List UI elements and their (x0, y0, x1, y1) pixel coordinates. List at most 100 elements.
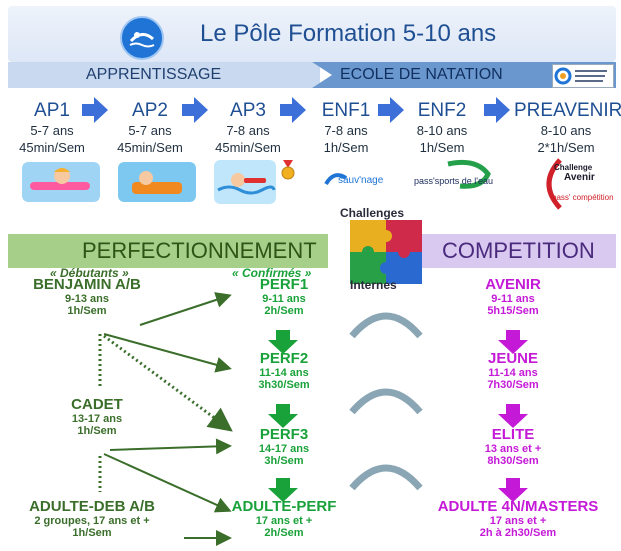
group-name: ADULTE 4N/MASTERS (437, 498, 599, 515)
step-name: AP1 (34, 100, 70, 121)
step-ap1: AP1 5-7 ans 45min/Sem (6, 100, 98, 156)
link-benjamin-perf2 (103, 333, 232, 373)
group-adulte-deb: ADULTE-DEB A/B 2 groupes, 17 ans et + 1h… (6, 498, 178, 539)
group-name: ADULTE-PERF (231, 498, 337, 515)
step-time: 45min/Sem (117, 140, 183, 155)
link-benjamin-perf3-dotted (103, 334, 233, 432)
perfectionnement-title: PERFECTIONNEMENT (82, 238, 317, 263)
group-adulte-masters: ADULTE 4N/MASTERS 17 ans et + 2h à 2h30/… (420, 498, 616, 539)
group-age: 13 ans et + (484, 443, 542, 455)
step-name: ENF2 (417, 100, 467, 121)
group-age: 17 ans et + (489, 515, 547, 527)
group-name: AVENIR (485, 276, 541, 293)
step-age: 7-8 ans (226, 123, 270, 138)
step-age: 5-7 ans (128, 123, 172, 138)
step-name: PREAVENIR (514, 100, 621, 121)
step-time: 1h/Sem (419, 140, 465, 155)
apprentissage-band (8, 62, 320, 88)
group-time: 2h/Sem (264, 527, 304, 539)
title-band (8, 6, 616, 62)
pass-sports-logo-icon: pass'sports de l'eau (414, 159, 493, 189)
perfectionnement-band (8, 234, 328, 268)
step-enf1: ENF1 7-8 ans 1h/Sem (300, 100, 392, 156)
step-preavenir: PREAVENIR 8-10 ans 2*1h/Sem (514, 100, 621, 156)
down-arrow-icon (268, 478, 298, 502)
step-arrow-icon (378, 97, 404, 123)
challenge-avenir-logo-icon: Challenge Avenir pass' compétition (546, 158, 614, 210)
group-name: PERF2 (259, 350, 309, 367)
page-title: Le Pôle Formation 5-10 ans (200, 20, 497, 47)
medal-icon (281, 160, 295, 180)
group-age: 14-17 ans (258, 443, 310, 455)
group-time: 5h15/Sem (487, 305, 539, 317)
sauv-nage-logo-icon: sauv'nage (324, 173, 384, 186)
group-time: 3h/Sem (264, 455, 304, 467)
step-name: ENF1 (321, 100, 371, 121)
club-logo-icon (120, 16, 164, 60)
group-name: PERF1 (259, 276, 309, 293)
internes-label: Internes (350, 278, 397, 292)
badge-sauv-nage: sauv'nage (338, 175, 384, 186)
step-arrows (82, 97, 510, 123)
child-swimming-image-2 (118, 162, 196, 202)
step-time: 1h/Sem (323, 140, 369, 155)
group-age: 9-13 ans (64, 293, 110, 305)
down-arrow-icon (498, 404, 528, 428)
step-name: AP3 (230, 100, 266, 121)
child-swimming-image-3 (214, 160, 276, 204)
down-arrow-icon (268, 330, 298, 354)
challenges-label: Challenges (340, 206, 405, 220)
group-perf3: PERF3 14-17 ans 3h/Sem (232, 426, 336, 467)
group-name: ELITE (491, 426, 535, 443)
group-age: 17 ans et + (255, 515, 313, 527)
group-name: JEUNE (487, 350, 539, 367)
link-cadet-adulte-perf (103, 453, 232, 513)
step-age: 5-7 ans (30, 123, 74, 138)
ecole-natation-label: ECOLE DE NATATION (340, 66, 503, 83)
step-age: 8-10 ans (416, 123, 468, 138)
bridge-arc-icon (349, 388, 423, 415)
group-time: 1h/Sem (67, 305, 107, 317)
competition-title: COMPETITION (442, 238, 595, 263)
group-time: 2h/Sem (264, 305, 304, 317)
group-age: 11-14 ans (259, 367, 309, 379)
group-time: 2h à 2h30/Sem (479, 527, 557, 539)
group-age: 9-11 ans (491, 293, 535, 305)
group-benjamin: BENJAMIN A/B 9-13 ans 1h/Sem (12, 276, 162, 317)
bridge-arc-icon (349, 464, 423, 491)
group-age: 2 groupes, 17 ans et + (34, 515, 150, 527)
group-perf2: PERF2 11-14 ans 3h30/Sem (232, 350, 336, 391)
group-cadet: CADET 13-17 ans 1h/Sem (42, 396, 152, 437)
group-name: BENJAMIN A/B (33, 276, 141, 293)
badge-pass-competition: pass' compétition (552, 193, 614, 202)
bridge-arc-icon (349, 312, 423, 339)
ecole-natation-francaise-logo-icon (552, 64, 614, 88)
group-jeune: JEUNE 11-14 ans 7h30/Sem (458, 350, 568, 391)
group-time: 8h30/Sem (487, 455, 539, 467)
step-enf2: ENF2 8-10 ans 1h/Sem (396, 100, 488, 156)
step-arrow-icon (484, 97, 510, 123)
down-arrow-icon (498, 330, 528, 354)
apprentissage-label: APPRENTISSAGE (86, 66, 222, 83)
down-arrow-icon (498, 478, 528, 502)
step-name: AP2 (132, 100, 168, 121)
group-age: 13-17 ans (71, 413, 123, 425)
step-time: 2*1h/Sem (537, 140, 595, 155)
step-ap3: AP3 7-8 ans 45min/Sem (202, 100, 294, 156)
link-benjamin-perf1 (139, 292, 232, 326)
group-time: 7h30/Sem (487, 379, 539, 391)
link-cadet-perf3 (109, 438, 232, 455)
step-age: 7-8 ans (324, 123, 368, 138)
child-swimming-image-1 (22, 162, 100, 202)
puzzle-icon (350, 220, 422, 284)
group-perf1: PERF1 9-11 ans 2h/Sem (232, 276, 336, 317)
badge-pass-sports: pass'sports de l'eau (414, 176, 493, 186)
group-age: 9-11 ans (262, 293, 306, 305)
down-arrow-icon (268, 404, 298, 428)
badge-avenir: Avenir (564, 172, 595, 183)
step-age: 8-10 ans (540, 123, 592, 138)
confirmes-label: « Confirmés » (232, 266, 312, 280)
group-name: ADULTE-DEB A/B (29, 498, 155, 515)
